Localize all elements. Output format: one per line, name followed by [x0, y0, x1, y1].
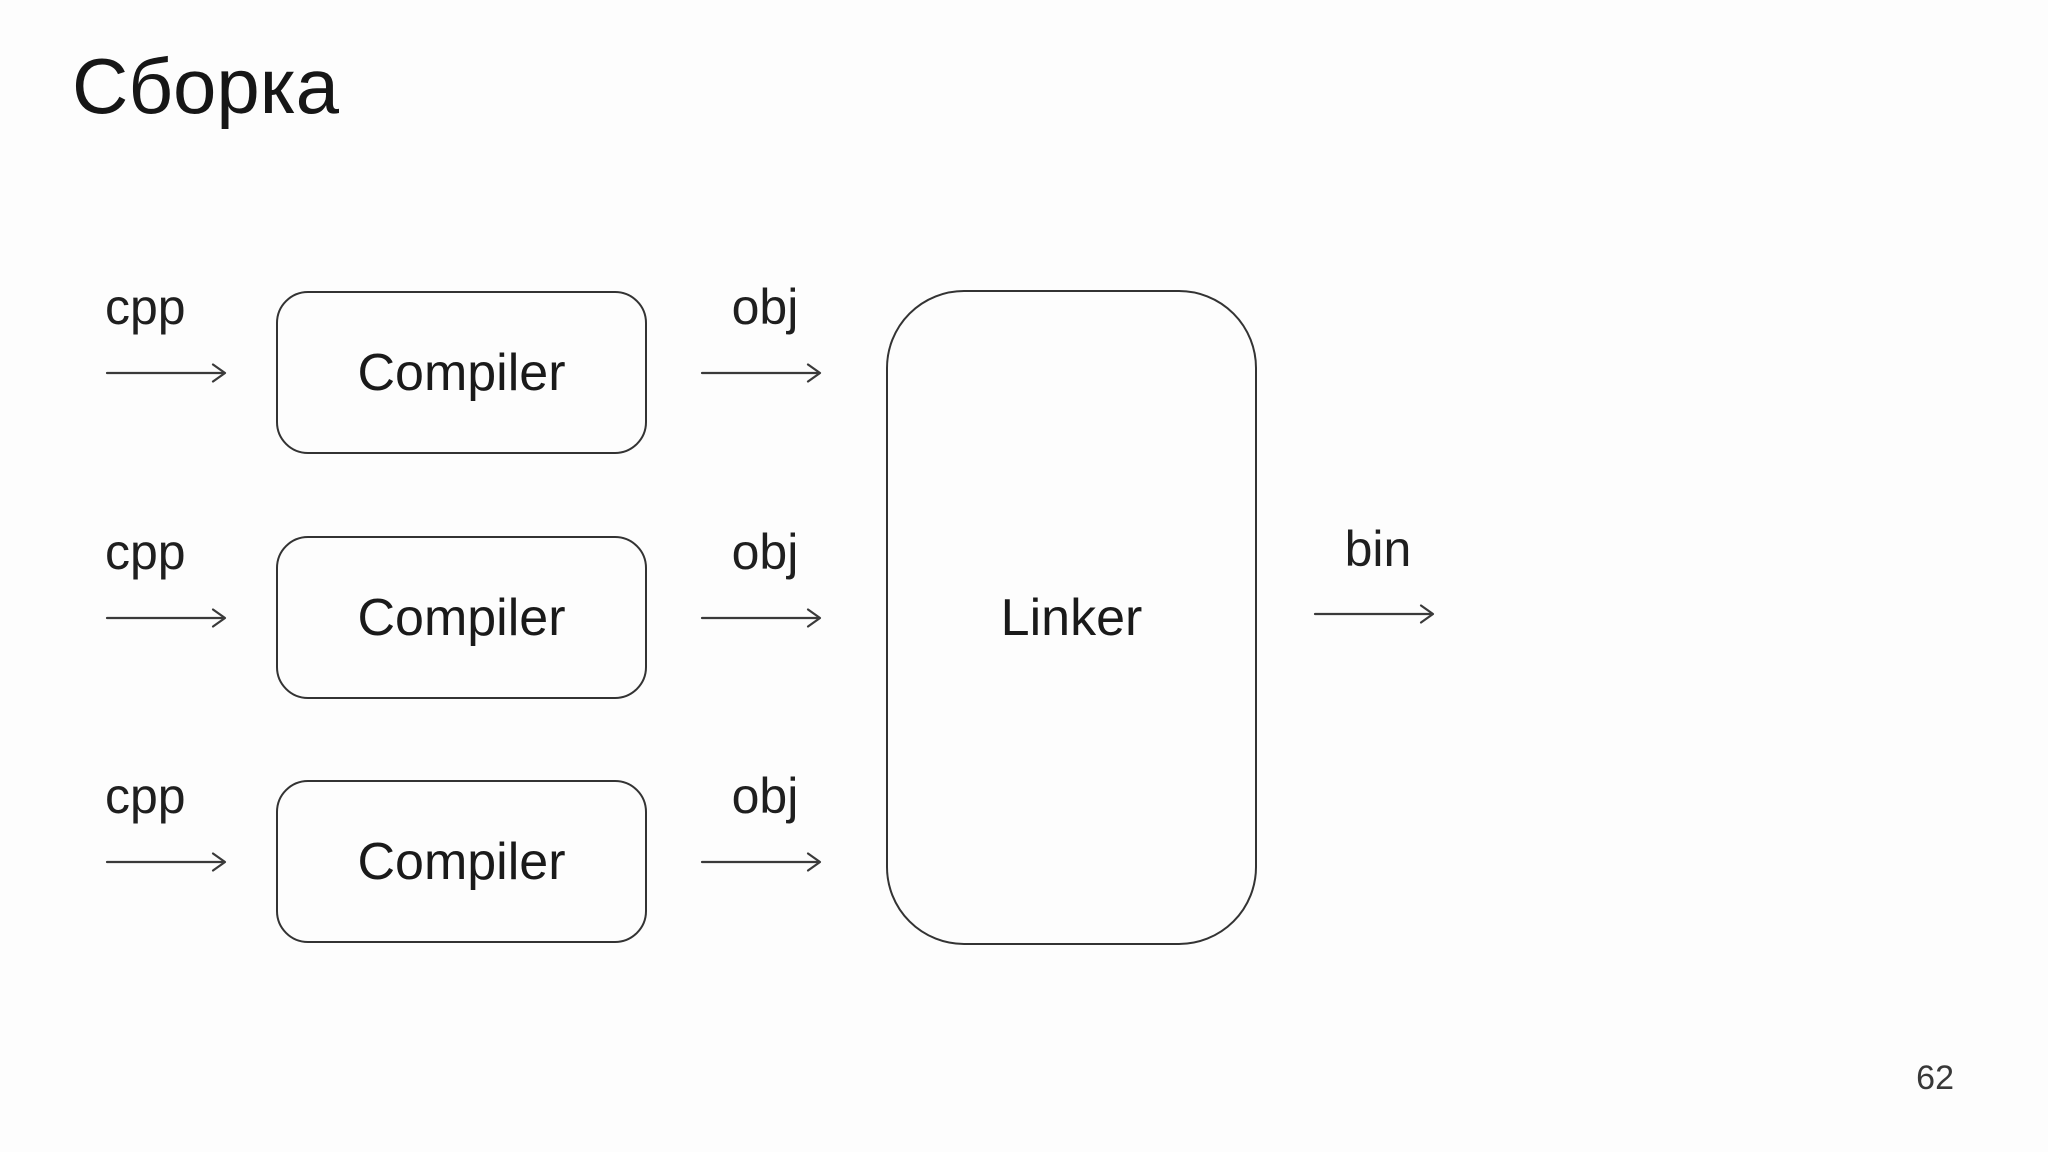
obj-label: obj [731, 279, 799, 335]
obj-label: obj [731, 768, 799, 824]
compiler-node-label: Compiler [357, 588, 566, 647]
cpp-label: cpp [105, 279, 186, 335]
arrow-right-icon [105, 608, 227, 628]
linker-node-label: Linker [1000, 588, 1143, 647]
compiler-node: Compiler [276, 536, 647, 699]
arrow-right-icon [105, 852, 227, 872]
arrow-right-icon [1313, 604, 1435, 624]
compiler-node-label: Compiler [357, 343, 566, 402]
obj-label: obj [731, 524, 799, 580]
arrow-right-icon [700, 852, 822, 872]
bin-label: bin [1344, 521, 1412, 577]
linker-node: Linker [886, 290, 1257, 945]
compiler-node-label: Compiler [357, 832, 566, 891]
cpp-label: cpp [105, 768, 186, 824]
compiler-node: Compiler [276, 291, 647, 454]
arrow-right-icon [700, 363, 822, 383]
arrow-right-icon [105, 363, 227, 383]
page-number: 62 [1916, 1059, 1954, 1097]
cpp-label: cpp [105, 524, 186, 580]
page-title: Сборка [72, 42, 339, 130]
arrow-right-icon [700, 608, 822, 628]
compiler-node: Compiler [276, 780, 647, 943]
